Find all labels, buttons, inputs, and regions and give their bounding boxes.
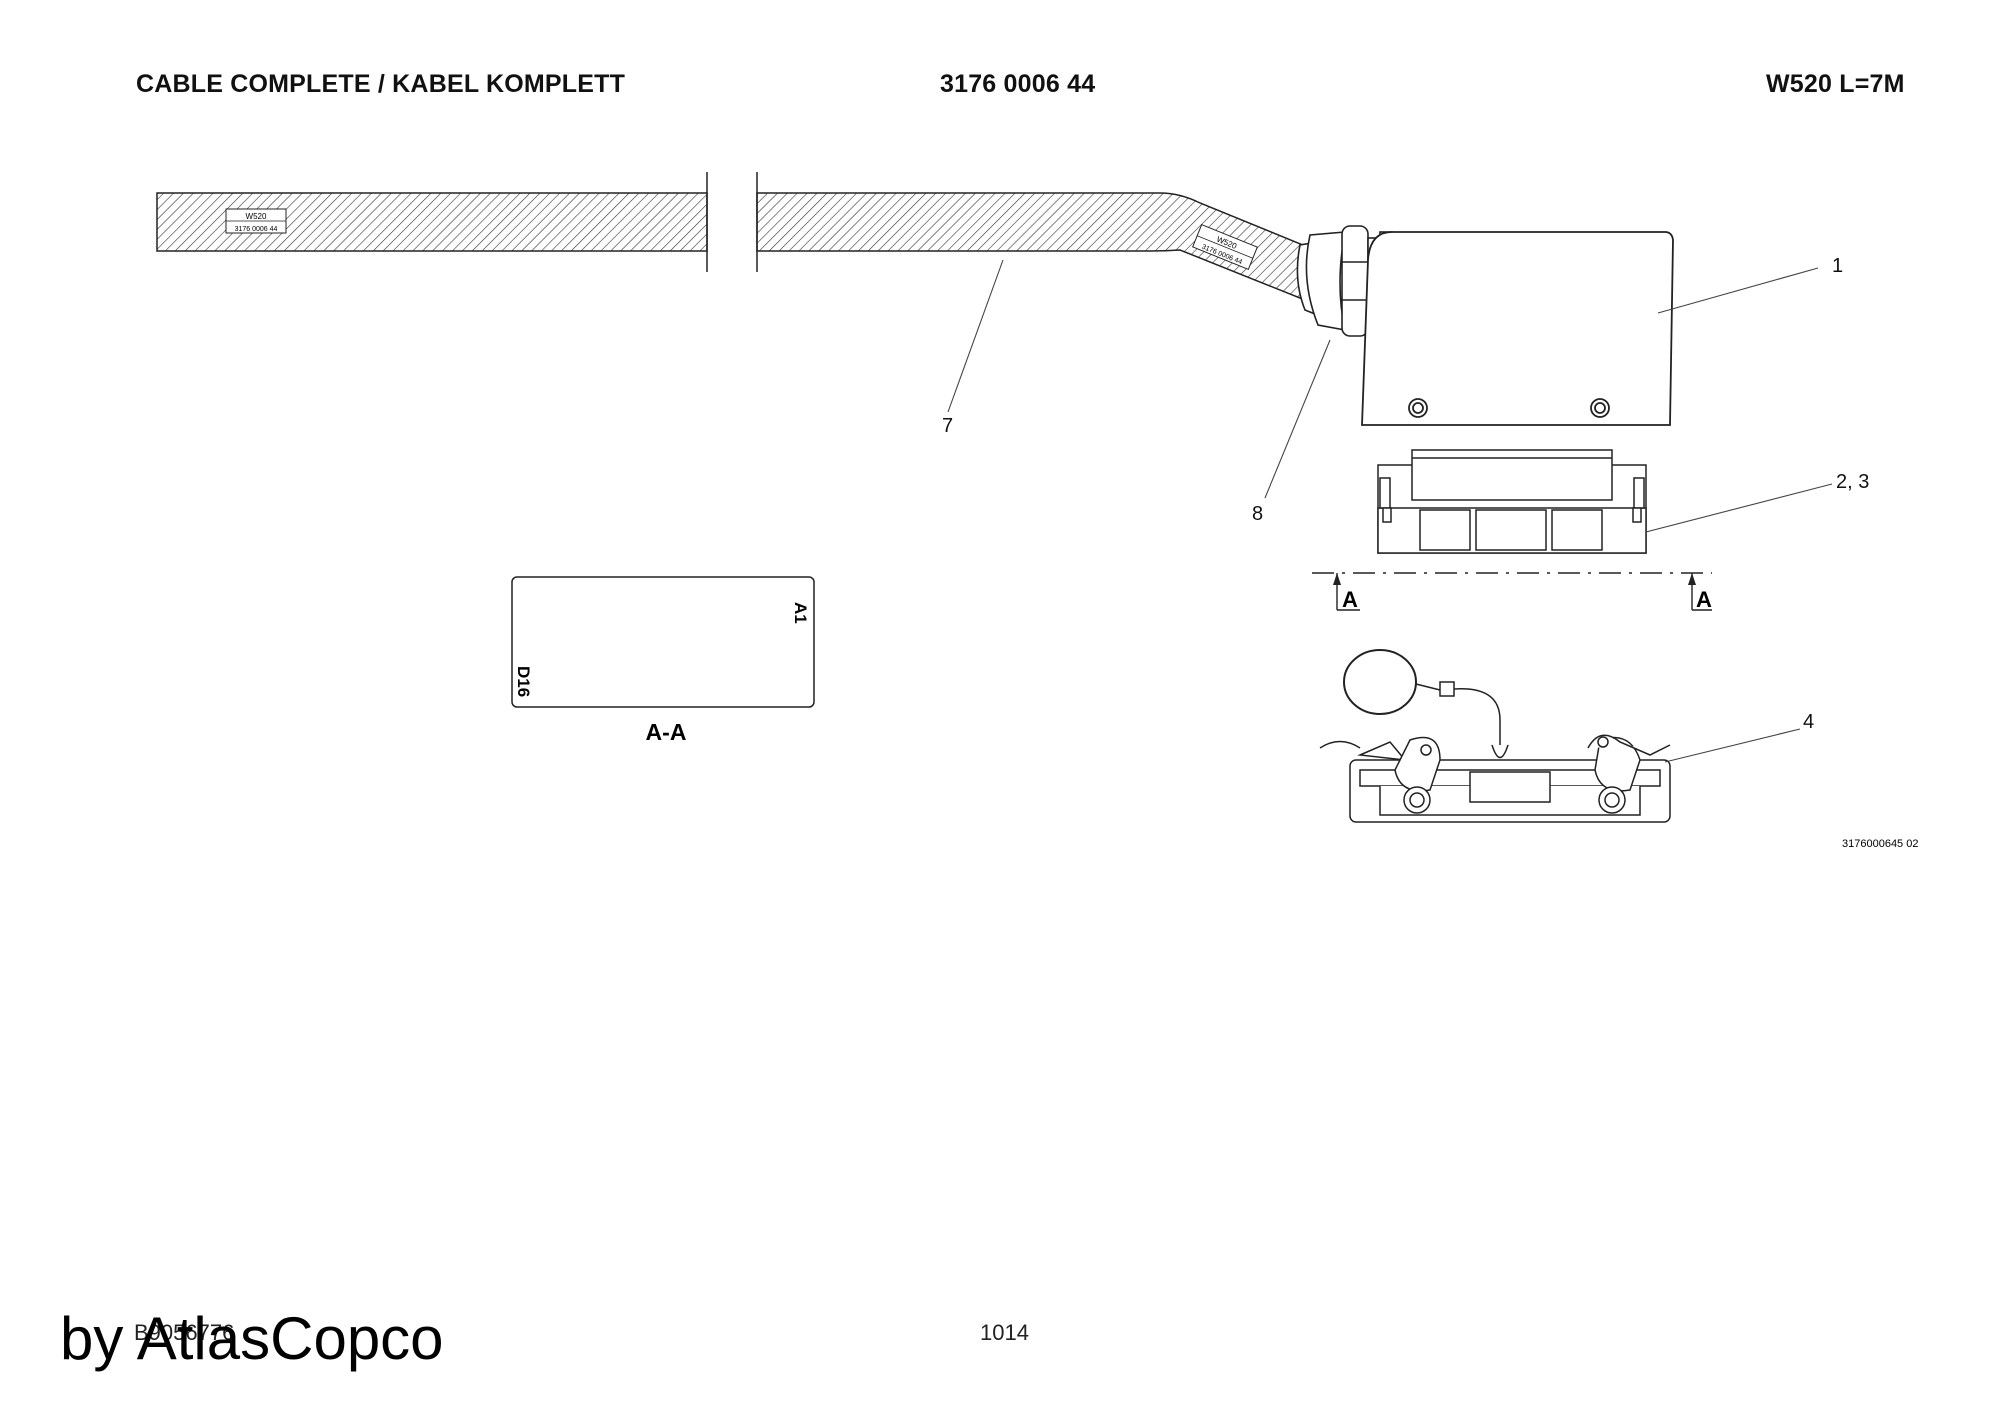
callout-4: 4 — [1803, 711, 1814, 733]
section-view: A1 D16 A-A — [511, 576, 815, 745]
cable-label-left-line2: 3176 0006 44 — [235, 226, 278, 233]
section-mark-right: A — [1696, 587, 1712, 612]
cable-label-left: W520 3176 0006 44 — [225, 208, 287, 234]
connector-base — [1319, 649, 1671, 823]
section-line: A A — [1312, 572, 1712, 612]
drawing-id: 3176000645 02 — [1842, 838, 1918, 850]
section-mark-left: A — [1342, 587, 1358, 612]
connector-hood — [1361, 231, 1674, 426]
callout-1: 1 — [1832, 255, 1843, 277]
watermark: by AtlasCopco — [60, 1305, 444, 1372]
callout-2-3: 2, 3 — [1836, 471, 1869, 493]
cable-designation: W520 L=7M — [1766, 70, 1905, 98]
footer-code: B9056776 — [134, 1320, 235, 1345]
page-number: 1014 — [980, 1320, 1029, 1345]
callout-7: 7 — [942, 415, 953, 437]
pin-label-d16: D16 — [514, 666, 533, 697]
cable-right-section — [756, 172, 1321, 299]
section-caption: A-A — [646, 719, 687, 745]
pin-label-a1: A1 — [791, 602, 810, 624]
cable-label-left-line1: W520 — [246, 212, 267, 221]
leader-lines — [947, 259, 1833, 763]
part-number: 3176 0006 44 — [940, 70, 1096, 98]
connector-insert — [1377, 449, 1647, 554]
drawing-title: CABLE COMPLETE / KABEL KOMPLETT — [136, 70, 626, 98]
callout-labels: 1 2, 3 4 7 8 — [942, 255, 1869, 733]
callout-8: 8 — [1252, 503, 1263, 525]
